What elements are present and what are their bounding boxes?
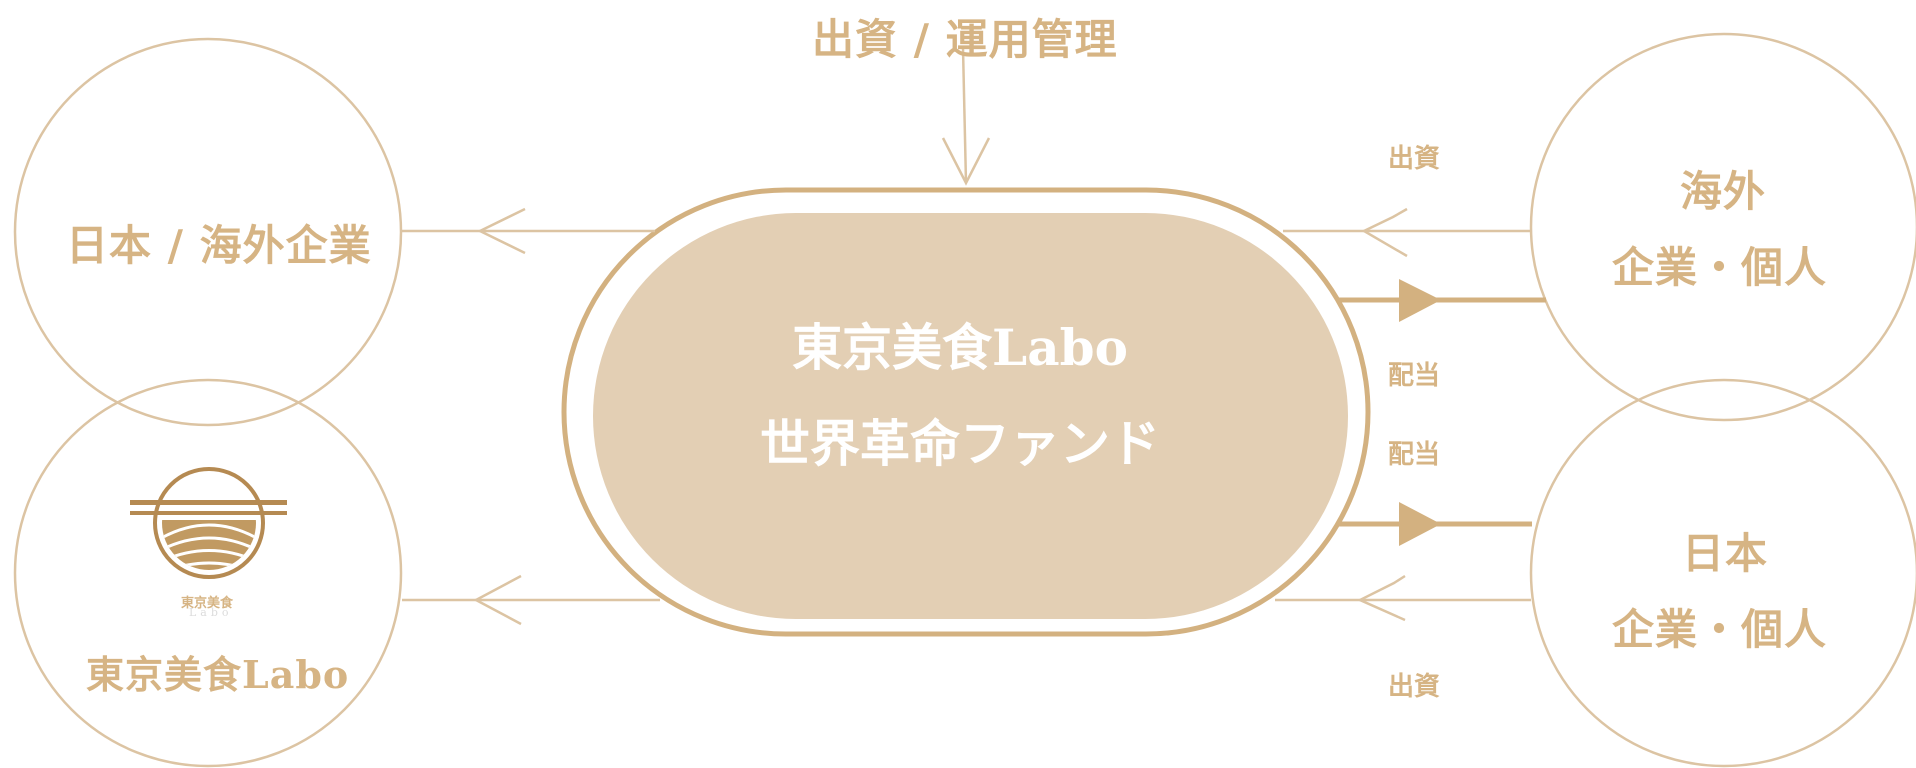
right-top-node-line1: 海外 (1680, 167, 1767, 216)
dividend-top-arrow-head (1399, 279, 1441, 322)
dividend-bottom-label: 配当 (1388, 440, 1441, 470)
center-node-label: 東京美食Labo 世界革命ファンド (640, 300, 1280, 492)
logo-text: 東京美食 (181, 596, 234, 611)
top-arrow-line (961, 47, 968, 184)
top-label: 出資 / 運用管理 (812, 15, 1118, 64)
right-bottom-node-line1: 日本 (1682, 529, 1769, 578)
investment-top-arrow-head (1361, 207, 1408, 258)
center-title-line2: 世界革命ファンド (760, 414, 1160, 473)
left-top-node-label: 日本 / 海外企業 (66, 221, 372, 270)
dividend-bottom-arrow-head (1399, 502, 1441, 546)
node-right-top-circle (1529, 32, 1916, 422)
right-bottom-node-line2: 企業・個人 (1612, 605, 1828, 654)
node-left-top-circle (13, 37, 403, 427)
arrow-to-left-top-head (477, 207, 526, 255)
tokyo-bishoku-labo-logo (130, 467, 287, 579)
logo-subtext: Labo (189, 606, 233, 619)
center-node-outline (561, 187, 1371, 637)
dividend-top-label: 配当 (1388, 361, 1441, 391)
investment-bottom-label: 出資 (1388, 672, 1441, 702)
arrow-to-left-bottom-head (473, 574, 522, 626)
investment-top-label: 出資 (1388, 144, 1441, 174)
investment-bottom-arrow-head (1357, 574, 1406, 622)
node-left-bottom-circle (13, 378, 403, 768)
left-bottom-node-label: 東京美食Labo (86, 652, 350, 697)
top-arrow-head (941, 137, 991, 186)
center-title-line1: 東京美食Labo (792, 318, 1128, 377)
node-right-bottom-circle (1529, 378, 1916, 768)
center-node-fill (593, 213, 1348, 619)
right-top-node-line2: 企業・個人 (1612, 243, 1828, 292)
